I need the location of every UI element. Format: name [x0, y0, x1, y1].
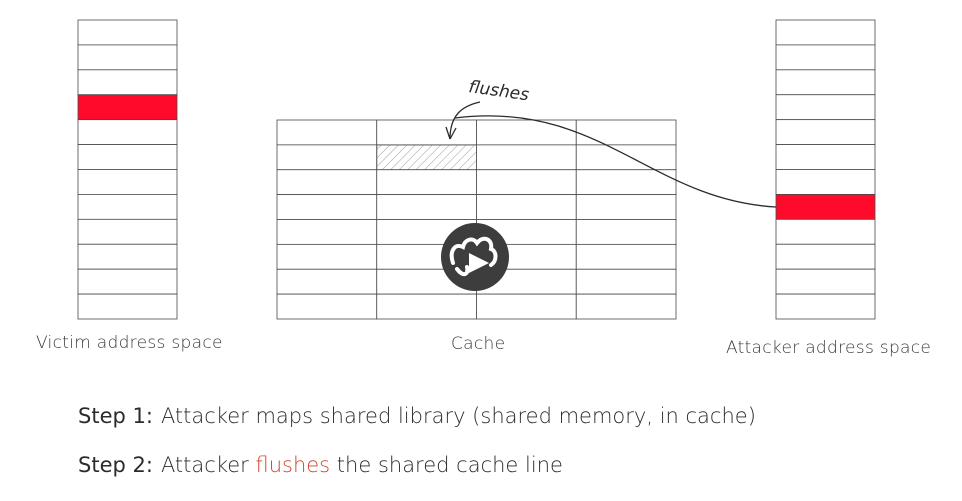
- attacker-row: [775, 119, 876, 145]
- step-1-text: Attacker maps shared library (shared mem…: [160, 404, 756, 428]
- cache-cell: [575, 144, 677, 171]
- attacker-row: [775, 44, 876, 71]
- attacker-caption: Attacker address space: [726, 338, 932, 358]
- step-2: Step 2: Attacker flushes the shared cache…: [78, 453, 563, 477]
- step-2-label: Step 2:: [78, 453, 153, 477]
- cache-caption: Cache: [451, 334, 506, 354]
- arrow-curve-to-cell: [449, 101, 481, 140]
- victim-row: [77, 293, 178, 320]
- cache-cell: [376, 119, 477, 146]
- cache-cell: [276, 169, 378, 196]
- cache-cell: [575, 194, 677, 220]
- cache-cell: [276, 144, 378, 171]
- cache-cell: [575, 169, 677, 196]
- cache-cell: [276, 268, 378, 295]
- arrow-head: [445, 126, 457, 140]
- play-overlay-icon[interactable]: [439, 221, 511, 293]
- victim-row: [77, 94, 178, 121]
- cache-cell: [575, 243, 677, 270]
- cache-cell: [276, 243, 378, 270]
- flush-arrow: [454, 115, 777, 208]
- victim-row: [77, 144, 178, 170]
- attacker-row: [775, 144, 876, 170]
- cache-cell: [575, 293, 677, 320]
- step-2-highlight: flushes: [255, 453, 331, 477]
- cache-cell: [575, 119, 677, 146]
- victim-row: [77, 169, 178, 195]
- step-2-text-after: the shared cache line: [330, 453, 563, 477]
- attacker-row: [775, 69, 876, 96]
- cache-cell: [376, 194, 477, 220]
- victim-row: [77, 119, 178, 145]
- cache-cell: [476, 144, 577, 171]
- victim-row: [77, 218, 178, 245]
- victim-row: [77, 44, 178, 71]
- cache-cell: [276, 219, 378, 245]
- victim-row: [77, 268, 178, 295]
- cache-cell: [575, 219, 677, 245]
- cache-cell: [376, 293, 477, 320]
- victim-address-space: [77, 19, 178, 320]
- cache-cell-hatched: [376, 144, 477, 171]
- step-1-label: Step 1:: [78, 404, 153, 428]
- attacker-row: [775, 94, 876, 121]
- step-2-text-before: Attacker: [160, 453, 256, 477]
- attacker-row: [775, 218, 876, 245]
- victim-row: [77, 243, 178, 270]
- cache-cell: [376, 169, 477, 196]
- cache-cell: [276, 194, 378, 220]
- attacker-row: [775, 19, 876, 46]
- attacker-row: [775, 194, 876, 220]
- cache-cell: [276, 119, 378, 146]
- cache-cell: [476, 194, 577, 220]
- cache-cell: [476, 169, 577, 196]
- cache-cell: [276, 293, 378, 320]
- attacker-row: [775, 293, 876, 320]
- victim-row: [77, 194, 178, 220]
- flushes-label: flushes: [467, 77, 530, 105]
- victim-row: [77, 69, 178, 96]
- victim-row: [77, 19, 178, 46]
- cache-cell: [575, 268, 677, 295]
- victim-caption: Victim address space: [36, 333, 223, 353]
- cache-grid: [276, 119, 677, 320]
- attacker-row: [775, 243, 876, 270]
- cache-cell: [476, 119, 577, 146]
- attacker-row: [775, 268, 876, 295]
- attacker-row: [775, 169, 876, 195]
- attacker-address-space: [775, 19, 876, 320]
- cache-cell: [476, 293, 577, 320]
- step-1: Step 1: Attacker maps shared library (sha…: [78, 404, 756, 428]
